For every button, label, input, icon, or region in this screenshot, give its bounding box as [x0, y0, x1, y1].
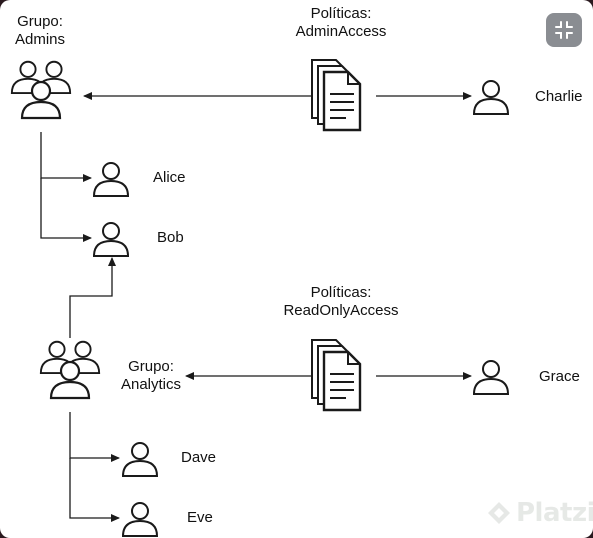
platzi-watermark: Platzi [486, 498, 593, 528]
group-analytics-icon [41, 342, 99, 398]
collapse-icon [555, 21, 573, 39]
collapse-button[interactable] [546, 13, 582, 47]
policy-adminaccess-name: AdminAccess [295, 23, 387, 40]
edge-admins-to-alice [40, 132, 92, 182]
edge-analytics-to-bob [69, 257, 116, 338]
group-admins-name: Admins [14, 31, 66, 48]
user-eve-icon [122, 502, 158, 537]
platzi-logo-icon [488, 502, 510, 524]
policy-adminaccess-icon [310, 58, 362, 132]
policy-readonlyaccess-icon [310, 338, 362, 412]
user-dave-label: Dave [181, 449, 217, 466]
user-alice-icon [93, 162, 129, 197]
edge-analytics-to-dave [69, 412, 120, 462]
policy-readonlyaccess-prefix: Políticas: [310, 284, 372, 301]
user-grace-label: Grace [539, 368, 580, 385]
user-bob-icon [93, 222, 129, 257]
user-charlie-icon [473, 80, 509, 115]
group-analytics-name: Analytics [120, 376, 182, 393]
policy-readonlyaccess-name: ReadOnlyAccess [283, 302, 399, 319]
connectors [40, 92, 472, 522]
user-eve-label: Eve [187, 509, 213, 526]
edge-analytics-to-eve [69, 458, 120, 522]
watermark-text: Platzi [516, 498, 593, 528]
user-alice-label: Alice [153, 169, 186, 186]
group-analytics-prefix: Grupo: [128, 358, 174, 375]
group-analytics-label: Grupo: Analytics [108, 358, 194, 394]
policy-readonlyaccess-label: Políticas: ReadOnlyAccess [256, 284, 426, 320]
edge-admins-to-bob [40, 178, 92, 242]
policy-adminaccess-label: Políticas: AdminAccess [266, 5, 416, 41]
user-bob-label: Bob [157, 229, 184, 246]
user-charlie-label: Charlie [535, 88, 583, 105]
user-dave-icon [122, 442, 158, 477]
group-admins-prefix: Grupo: [17, 13, 63, 30]
group-admins-icon [12, 62, 70, 118]
user-grace-icon [473, 360, 509, 395]
policy-adminaccess-prefix: Políticas: [310, 5, 372, 22]
group-admins-label: Grupo: Admins [0, 13, 80, 49]
